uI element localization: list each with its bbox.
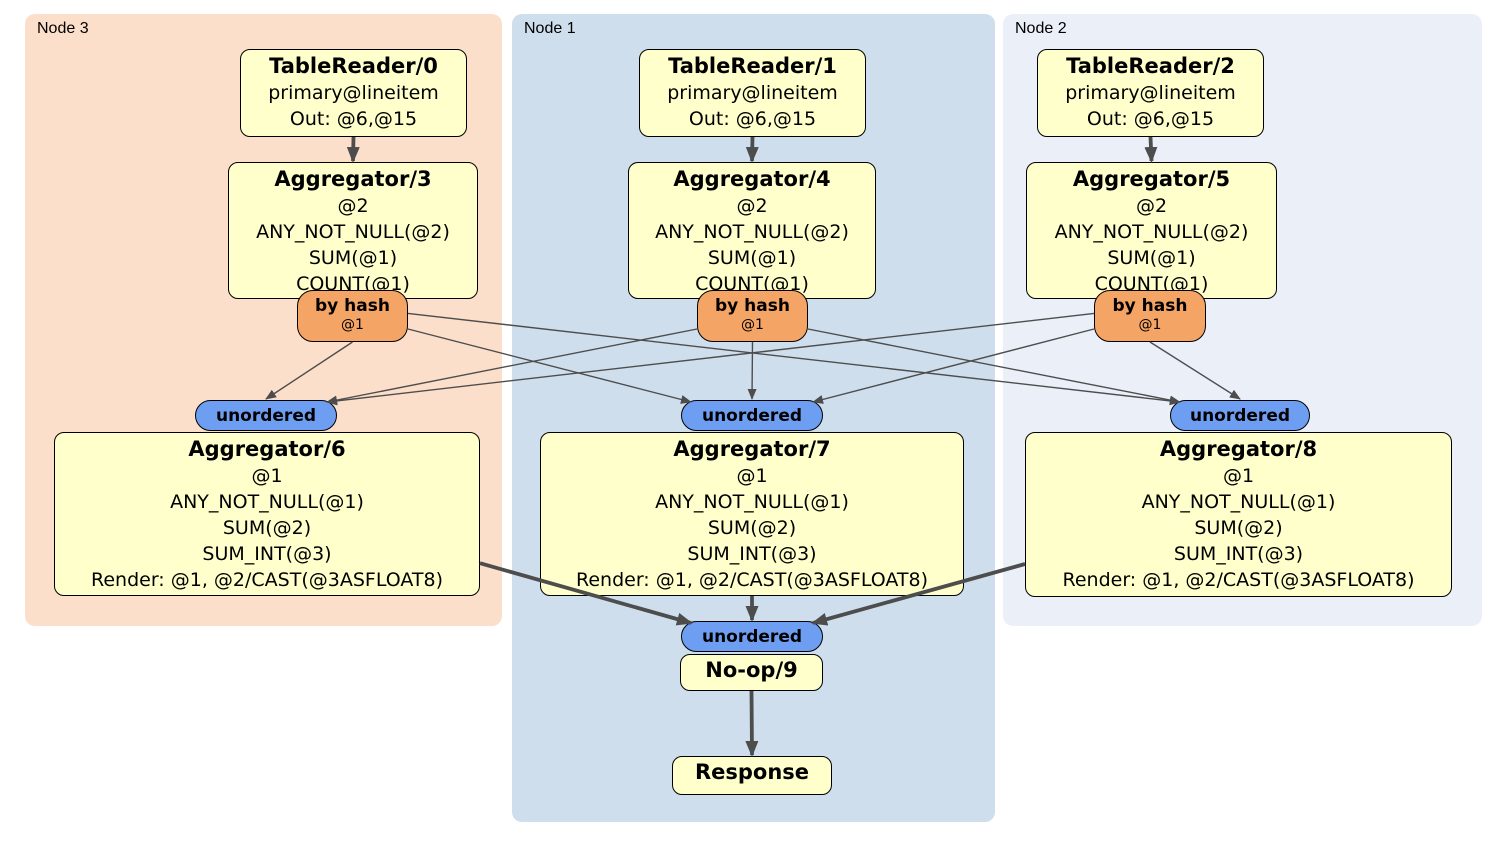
- region-node1-label: Node 1: [524, 20, 576, 37]
- op-line: ANY_NOT_NULL(@1): [170, 491, 364, 513]
- tablereader-2-title: TableReader/2: [1066, 54, 1235, 78]
- op-line: ANY_NOT_NULL(@2): [655, 221, 849, 243]
- response: Response: [672, 756, 832, 795]
- aggregator-7-title: Aggregator/7: [673, 437, 831, 461]
- aggregator-6-title: Aggregator/6: [188, 437, 346, 461]
- byhash-router-4-detail: @1: [741, 317, 764, 333]
- op-line: ANY_NOT_NULL(@2): [256, 221, 450, 243]
- byhash-router-5-label: by hash: [1112, 296, 1188, 316]
- aggregator-8-title: Aggregator/8: [1159, 437, 1318, 461]
- op-line: SUM(@1): [308, 247, 398, 269]
- unordered-sync-7-label: unordered: [701, 405, 803, 426]
- op-line: primary@lineitem: [268, 82, 439, 104]
- op-line: @2: [337, 195, 369, 217]
- tablereader-1-title: TableReader/1: [668, 54, 837, 78]
- op-line: @2: [1135, 195, 1168, 217]
- op-line: @1: [251, 465, 283, 487]
- unordered-sync-8-label: unordered: [1189, 405, 1291, 426]
- unordered-sync-3: unordered: [195, 400, 337, 431]
- op-line: SUM(@1): [707, 247, 797, 269]
- op-line: SUM(@2): [1194, 517, 1283, 539]
- byhash-router-3: by hash @1: [297, 290, 408, 342]
- op-line: COUNT(@1): [695, 273, 809, 295]
- op-line: SUM_INT(@3): [202, 543, 332, 565]
- op-line: SUM_INT(@3): [1173, 543, 1304, 565]
- op-line: primary@lineitem: [1065, 82, 1236, 104]
- aggregator-3-title: Aggregator/3: [274, 167, 432, 191]
- op-line: SUM(@1): [1107, 247, 1196, 269]
- byhash-router-3-detail: @1: [341, 317, 364, 333]
- byhash-router-4-label: by hash: [715, 296, 790, 316]
- aggregator-5-title: Aggregator/5: [1072, 167, 1231, 191]
- noop-9-title: No-op/9: [705, 658, 798, 682]
- op-line: Render: @1, @2/CAST(@3ASFLOAT8): [576, 569, 928, 591]
- op-line: SUM_INT(@3): [687, 543, 817, 565]
- byhash-router-3-label: by hash: [315, 296, 390, 316]
- op-line: @1: [736, 465, 768, 487]
- op-line: Out: @6,@15: [1086, 108, 1215, 130]
- unordered-sync-final: unordered: [681, 621, 823, 652]
- op-line: COUNT(@1): [1094, 273, 1209, 295]
- response-title: Response: [694, 760, 810, 784]
- op-line: Out: @6,@15: [688, 108, 817, 130]
- op-line: ANY_NOT_NULL(@1): [655, 491, 849, 513]
- op-line: Render: @1, @2/CAST(@3ASFLOAT8): [1062, 569, 1415, 591]
- op-line: ANY_NOT_NULL(@1): [1141, 491, 1336, 513]
- aggregator-4-title: Aggregator/4: [673, 167, 831, 191]
- op-line: @2: [736, 195, 768, 217]
- unordered-sync-7: unordered: [681, 400, 823, 431]
- byhash-router-5: by hash @1: [1094, 290, 1206, 342]
- op-line: Render: @1, @2/CAST(@3ASFLOAT8): [91, 569, 443, 591]
- op-line: SUM(@2): [707, 517, 797, 539]
- region-node2-label: Node 2: [1015, 20, 1067, 37]
- op-line: Out: @6,@15: [289, 108, 418, 130]
- op-line: primary@lineitem: [667, 82, 838, 104]
- op-line: @1: [1222, 465, 1255, 487]
- byhash-router-5-detail: @1: [1138, 317, 1162, 333]
- region-node3-label: Node 3: [37, 20, 89, 37]
- op-line: COUNT(@1): [296, 273, 410, 295]
- tablereader-0-title: TableReader/0: [269, 54, 438, 78]
- noop-9: No-op/9: [680, 654, 823, 691]
- byhash-router-4: by hash @1: [697, 290, 808, 342]
- op-line: SUM(@2): [222, 517, 312, 539]
- unordered-sync-3-label: unordered: [215, 405, 317, 426]
- unordered-sync-8: unordered: [1170, 400, 1310, 431]
- unordered-sync-final-label: unordered: [701, 626, 803, 647]
- op-line: ANY_NOT_NULL(@2): [1054, 221, 1249, 243]
